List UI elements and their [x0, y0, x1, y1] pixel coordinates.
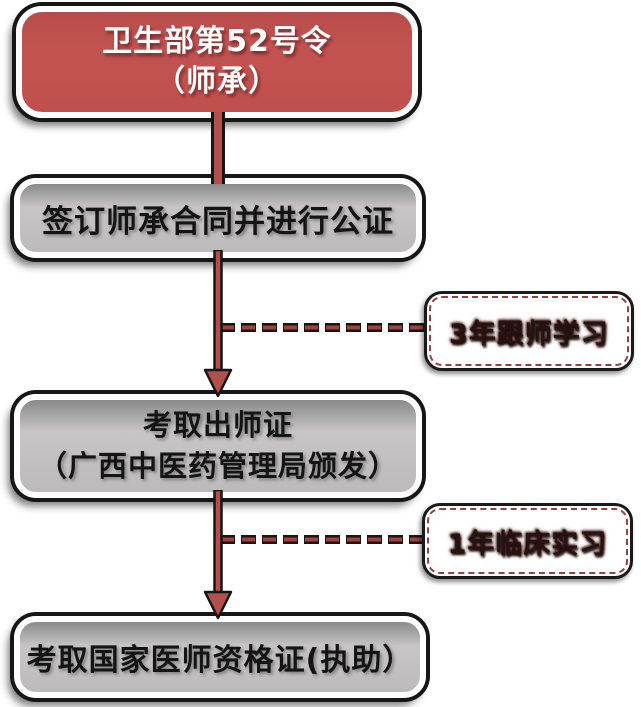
dashed-connector-note-3-years — [220, 323, 426, 332]
connector-start-to-sign — [211, 112, 225, 184]
dashed-connector-note-1-year — [220, 535, 424, 544]
note-1-year-label: 1年临床实习 — [447, 528, 608, 560]
node-chushi-cert-line1: 考取出师证 — [142, 408, 293, 443]
node-start-line2: （师承） — [155, 64, 279, 99]
node-national-cert-label: 考取国家医师资格证(执助） — [26, 643, 414, 678]
node-start-line1: 卫生部第52号令 — [102, 23, 332, 59]
node-sign-contract: 签订师承合同并进行公证 — [14, 178, 422, 258]
note-1-year: 1年临床实习 — [422, 503, 633, 579]
note-3-years-label: 3年跟师学习 — [449, 318, 609, 350]
node-national-cert: 考取国家医师资格证(执助） — [14, 616, 426, 698]
node-chushi-cert: 考取出师证 （广西中医药管理局颁发） — [14, 394, 422, 498]
arrow-sign-to-chushi — [203, 250, 233, 398]
node-chushi-cert-line2: （广西中医药管理局颁发） — [37, 449, 398, 483]
arrow-chushi-to-national — [203, 490, 233, 620]
note-3-years: 3年跟师学习 — [424, 291, 634, 371]
node-sign-contract-label: 签订师承合同并进行公证 — [42, 203, 394, 240]
node-start: 卫生部第52号令 （师承） — [16, 6, 418, 118]
